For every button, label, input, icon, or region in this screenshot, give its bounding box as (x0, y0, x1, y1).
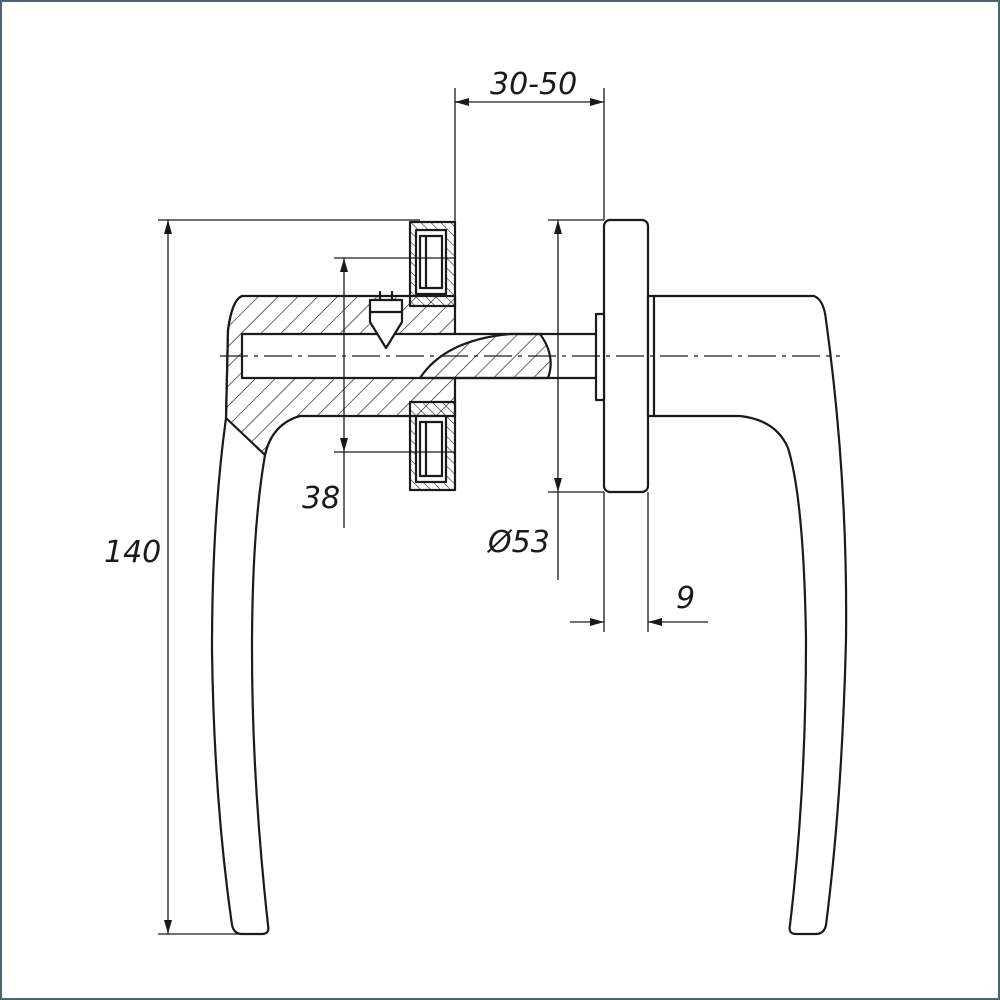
dim-label-rosette-depth: 38 (302, 481, 340, 516)
dim-label-height: 140 (104, 535, 161, 570)
right-handle (652, 294, 848, 936)
dim-label-spindle: 30-50 (490, 67, 577, 102)
dim-label-rosette-thickness: 9 (676, 581, 695, 616)
dim-label-rosette-diameter: Ø53 (486, 525, 550, 560)
